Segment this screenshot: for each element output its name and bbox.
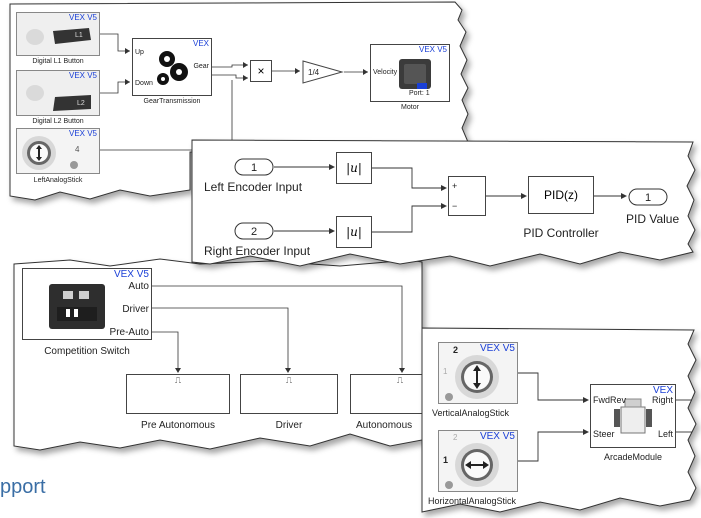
gear-transmission-block[interactable]: VEX Up Down Gear: [132, 38, 212, 96]
arcade-module-caption: ArcadeModule: [603, 452, 663, 462]
abs-symbol: |u|: [346, 225, 362, 239]
sum-sign-plus: +: [452, 181, 458, 191]
autonomous-caption: Autonomous: [356, 420, 413, 431]
motor-block[interactable]: VEX V5 Velocity Port: 1: [370, 44, 450, 102]
vertical-analog-stick-block[interactable]: VEX V5 2 1: [438, 342, 518, 404]
vex-v5-label: VEX V5: [68, 71, 97, 80]
digital-l2-caption: Digital L2 Button: [32, 118, 84, 125]
vex-v5-label: VEX V5: [113, 269, 149, 280]
vex-v5-label: VEX V5: [479, 431, 515, 442]
vertical-port-value: 2: [453, 345, 459, 355]
trigger-icon: ⎍: [285, 375, 293, 385]
vertical-stick-caption: VerticalAnalogStick: [432, 408, 510, 418]
outport-1-number: 1: [645, 192, 651, 204]
sum-block[interactable]: + −: [448, 176, 486, 216]
horizontal-aux-value: 2: [453, 433, 458, 442]
motor-port-label: Port: 1: [409, 90, 430, 97]
l2-badge: L2: [77, 100, 85, 107]
port-right: Right: [651, 395, 673, 405]
pid-label: PID(z): [544, 188, 578, 202]
stick-port-value: 4: [75, 145, 80, 154]
inport-1[interactable]: 1: [234, 158, 274, 176]
inport-2[interactable]: 2: [234, 222, 274, 240]
product-symbol: ×: [257, 64, 265, 78]
vex-v5-label: VEX V5: [418, 45, 447, 54]
gear-transmission-caption: GearTransmission: [143, 98, 201, 105]
sum-sign-minus: −: [452, 201, 458, 211]
competition-switch-block[interactable]: VEX V5 Auto Driver Pre-Auto: [22, 268, 152, 340]
port-down: Down: [135, 80, 153, 87]
panel-pid-model: 1 Left Encoder Input 2 Right Encoder Inp…: [190, 138, 701, 268]
abs-block-2[interactable]: |u|: [336, 216, 372, 248]
pid-controller-block[interactable]: PID(z): [528, 176, 594, 214]
competition-switch-caption: Competition Switch: [44, 346, 130, 357]
horizontal-analog-stick-block[interactable]: VEX V5 1 2: [438, 430, 518, 492]
port-steer: Steer: [593, 429, 615, 439]
background-text: pport: [0, 476, 46, 498]
vex-label: VEX: [652, 385, 673, 396]
panel3-signal-lines: [152, 285, 405, 373]
subsystem-driver[interactable]: ⎍: [240, 374, 338, 414]
vex-label: VEX: [192, 39, 209, 48]
digital-l1-caption: Digital L1 Button: [32, 58, 84, 65]
driver-caption: Driver: [275, 420, 303, 431]
panel2-signal-lines: [274, 164, 627, 234]
trigger-icon: ⎍: [396, 375, 404, 385]
inport-1-number: 1: [251, 162, 257, 174]
panel-gear-model: VEX V5 L1 Digital L1 Button VEX V5 L2 Di…: [0, 0, 470, 205]
product-block[interactable]: ×: [250, 60, 272, 82]
horizontal-stick-caption: HorizontalAnalogStick: [428, 496, 517, 506]
panel-torn-frame: [191, 139, 696, 267]
inport-2-number: 2: [251, 226, 257, 238]
analog-stick-icon: [22, 136, 78, 170]
vex-v5-label: VEX V5: [68, 13, 97, 22]
vex-v5-label: VEX V5: [479, 343, 515, 354]
vertical-stick-icon: [445, 355, 499, 401]
panel-competition-model: VEX V5 Auto Driver Pre-Auto Competition …: [10, 256, 450, 452]
left-encoder-caption: Left Encoder Input: [204, 180, 303, 194]
port-gear: Gear: [193, 63, 209, 70]
motor-icon: [399, 59, 431, 89]
gain-block[interactable]: 1/4: [302, 60, 344, 84]
panel-arcade-model: VEX V5 2 1 VerticalAnalogStick VEX V5 1 …: [420, 326, 701, 518]
pre-autonomous-caption: Pre Autonomous: [141, 420, 215, 431]
horizontal-stick-icon: [445, 443, 499, 489]
port-velocity: Velocity: [373, 69, 398, 76]
left-analog-stick-caption: LeftAnalogStick: [33, 177, 83, 184]
pid-value-caption: PID Value: [626, 212, 680, 226]
gears-icon: [157, 51, 188, 85]
competition-switch-icon: [49, 284, 105, 329]
abs-block-1[interactable]: |u|: [336, 152, 372, 184]
port-auto: Auto: [128, 281, 149, 292]
left-analog-stick-block[interactable]: VEX V5 4: [16, 128, 100, 174]
port-fwdrev: FwdRev: [593, 395, 627, 405]
outport-1[interactable]: 1: [628, 188, 668, 206]
port-driver: Driver: [122, 304, 149, 315]
panel4-signal-lines: [518, 372, 692, 462]
pid-controller-caption: PID Controller: [523, 226, 599, 240]
subsystem-pre-autonomous[interactable]: ⎍: [126, 374, 230, 414]
controller-button-icon: [17, 13, 99, 55]
port-pre-auto: Pre-Auto: [109, 327, 149, 338]
abs-symbol: |u|: [346, 161, 362, 175]
vertical-aux-value: 1: [443, 367, 448, 376]
digital-l2-button-block[interactable]: VEX V5 L2: [16, 70, 100, 116]
digital-l1-button-block[interactable]: VEX V5 L1: [16, 12, 100, 56]
horizontal-port-value: 1: [443, 455, 449, 465]
l1-badge: L1: [75, 32, 83, 39]
motor-caption: Motor: [401, 104, 419, 111]
vex-v5-label: VEX V5: [68, 129, 97, 138]
drivetrain-icon: [614, 398, 652, 434]
arcade-module-block[interactable]: VEX FwdRev Steer Right Left: [590, 384, 676, 448]
port-up: Up: [135, 49, 144, 56]
controller-button-icon: [17, 71, 99, 115]
right-encoder-caption: Right Encoder Input: [204, 244, 311, 258]
trigger-icon: ⎍: [174, 375, 182, 385]
port-left: Left: [657, 429, 673, 439]
gain-value: 1/4: [308, 68, 320, 77]
